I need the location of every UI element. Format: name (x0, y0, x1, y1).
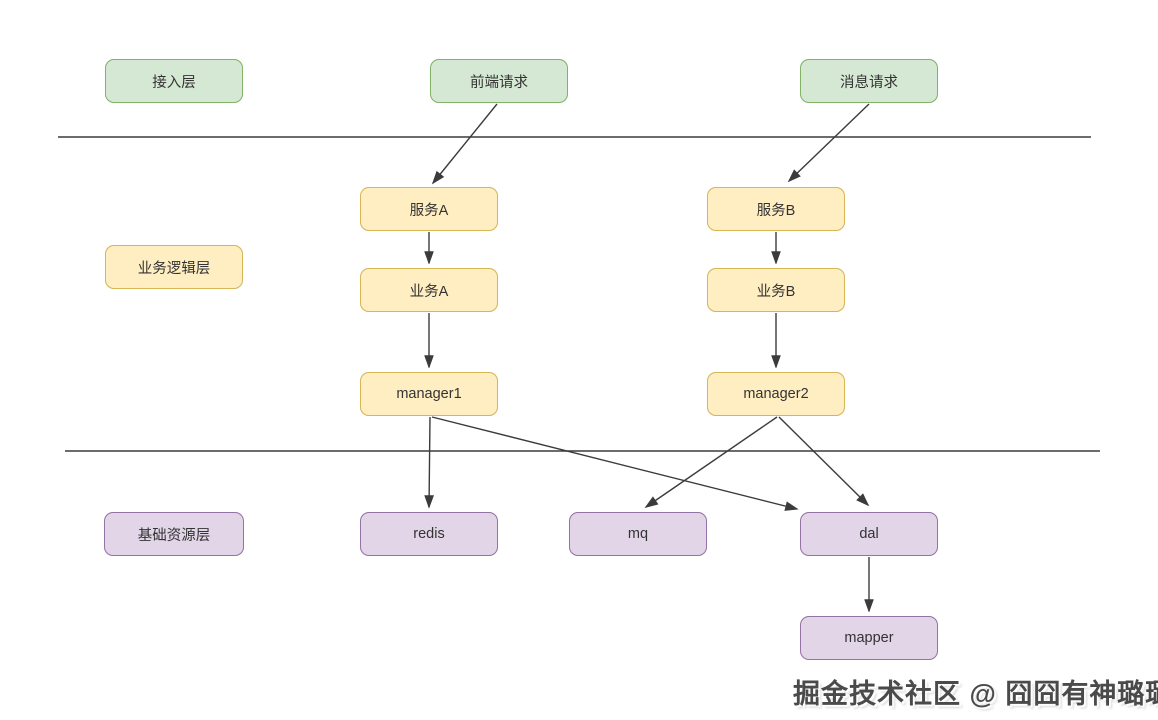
layer-dividers (58, 136, 1100, 452)
watermark: 掘金技术社区 @ 囧囧有神璐璐 (793, 679, 1158, 709)
node-message-request: 消息请求 (800, 59, 938, 103)
edge-manager2-to-dal (778, 416, 870, 507)
node-access-layer: 接入层 (105, 59, 243, 103)
node-business-b: 业务B (707, 268, 845, 312)
node-dal: dal (800, 512, 938, 556)
edge-message-request-to-service-b (787, 103, 870, 183)
node-mapper: mapper (800, 616, 938, 660)
node-mq: mq (569, 512, 707, 556)
node-frontend-request: 前端请求 (430, 59, 568, 103)
edge-frontend-request-to-service-a (431, 103, 498, 185)
node-business-logic-layer: 业务逻辑层 (105, 245, 243, 289)
node-redis: redis (360, 512, 498, 556)
node-manager2: manager2 (707, 372, 845, 416)
node-business-a: 业务A (360, 268, 498, 312)
node-service-b: 服务B (707, 187, 845, 231)
node-manager1: manager1 (360, 372, 498, 416)
node-service-a: 服务A (360, 187, 498, 231)
edge-manager1-to-redis (424, 416, 434, 509)
edge-manager2-to-mq (644, 416, 778, 508)
edge-manager1-to-dal (431, 416, 799, 511)
node-resource-layer: 基础资源层 (104, 512, 244, 556)
